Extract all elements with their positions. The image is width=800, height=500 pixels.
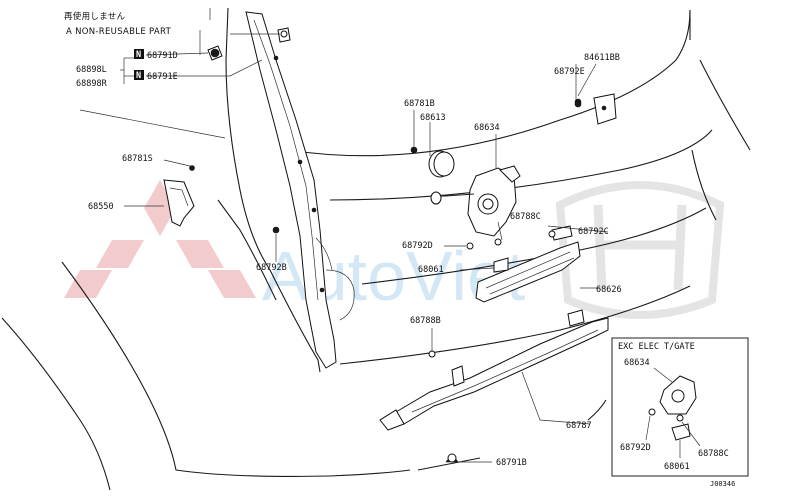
non-reusable-badge-2: N (134, 70, 144, 81)
bracket-84611BB (574, 93, 617, 125)
label-68550: 68550 (88, 202, 114, 212)
bolt-68792C (548, 230, 556, 238)
label-68898L: 68898L (76, 65, 107, 75)
label-68788C: 68788C (510, 212, 541, 222)
bolt-68788C (494, 238, 502, 246)
inset-label-68788C: 68788C (698, 449, 729, 459)
label-68787: 68787 (566, 421, 592, 431)
label-68791B: 68791B (496, 458, 527, 468)
bolt-68792B (272, 226, 280, 234)
clip-68791E-part (277, 27, 291, 43)
bolt-68792D (466, 242, 474, 250)
label-68781S: 68781S (122, 154, 153, 164)
svg-text:N: N (136, 71, 141, 81)
inset-label-68061: 68061 (664, 462, 690, 472)
label-68898R: 68898R (76, 79, 108, 89)
honda-logo-watermark (555, 181, 725, 319)
bolt-68791B (445, 453, 459, 463)
actuator-unit-68634 (430, 165, 521, 237)
lower-bracket-68787 (379, 309, 609, 431)
inset-label-68792D: 68792D (620, 443, 651, 453)
non-reusable-badge-1: N (134, 49, 144, 60)
label-68791D: 68791D (147, 51, 178, 61)
label-84611BB: 84611BB (584, 53, 620, 63)
tailgate-stay-arm (245, 11, 355, 369)
label-68788B: 68788B (410, 316, 441, 326)
japanese-note: 再使用しません (64, 11, 126, 22)
non-reusable-note: A NON-REUSABLE PART (66, 27, 172, 37)
rail-68626 (475, 225, 581, 303)
label-68791E: 68791E (147, 72, 178, 82)
label-68626: 68626 (596, 285, 622, 295)
bolt-68792E (574, 100, 582, 108)
inset-title: EXC ELEC T/GATE (618, 342, 695, 352)
label-68781B: 68781B (404, 99, 435, 109)
label-68792D: 68792D (402, 241, 433, 251)
handle-68550 (163, 165, 195, 227)
svg-text:N: N (136, 50, 141, 60)
label-68792C: 68792C (578, 227, 609, 237)
label-68634: 68634 (474, 123, 500, 133)
mitsubishi-logo-watermark (64, 180, 256, 298)
label-68061: 68061 (418, 265, 444, 275)
label-68613: 68613 (420, 113, 446, 123)
label-68792E: 68792E (554, 67, 585, 77)
footer-code: J00346 (710, 480, 735, 488)
leader-lines (120, 33, 609, 463)
actuator-motor-68613 (410, 146, 455, 178)
inset-exc-elec-tgate: EXC ELEC T/GATE 68634 68792D 68788C 6806… (611, 337, 749, 477)
label-68792B: 68792B (256, 263, 287, 273)
clip-68791D-part (207, 45, 223, 61)
inset-label-68634: 68634 (624, 358, 650, 368)
